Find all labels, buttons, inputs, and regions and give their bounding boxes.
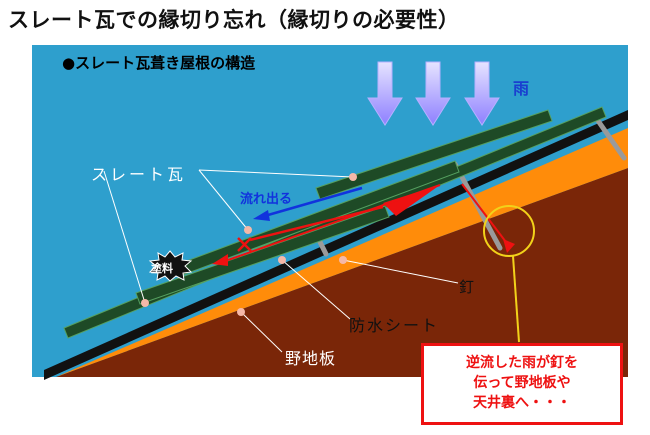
paint-label: 塗料 (151, 262, 173, 275)
page-title: スレート瓦での縁切り忘れ（縁切りの必要性） (8, 8, 460, 32)
leader-line (342, 259, 459, 284)
rain-arrow-icon (367, 61, 403, 126)
leader-dot (339, 256, 347, 264)
backflow-arrow-line (227, 184, 441, 261)
leader-line (198, 169, 249, 231)
outflow-arrow-line (267, 186, 363, 217)
callout-box: 逆流した雨が釘を伝って野地板や天井裏へ・・・ (421, 343, 623, 425)
backflow-arrow-head (383, 185, 440, 216)
slate-tile-label: スレート瓦 (91, 165, 187, 184)
diagram-heading: ●スレート瓦葺き屋根の構造 (62, 54, 256, 72)
paint-burst-icon (148, 250, 193, 282)
nail-icon (591, 112, 627, 161)
nail-label: 釘 (459, 278, 475, 296)
rain-arrow-icon (415, 61, 451, 126)
leader-line (198, 169, 354, 178)
backflow-arrow (212, 183, 515, 266)
waterproof-sheet-label: 防水シート (349, 316, 440, 335)
leak-path-tip (503, 239, 515, 253)
leader-line (103, 170, 146, 304)
leader-dot (244, 226, 252, 234)
leader-line (240, 311, 283, 353)
callout-connector (512, 255, 520, 343)
leader-dot (278, 256, 286, 264)
callout-line: 天井裏へ・・・ (473, 395, 571, 411)
roof-underlay-line (44, 110, 628, 380)
outflow-arrow (253, 186, 363, 221)
callout-line: 伝って野地板や (473, 375, 571, 391)
roof-diagram-canvas (32, 45, 628, 380)
leader-dot (237, 308, 245, 316)
leader-dot (141, 299, 149, 307)
outflow-arrow-tip (253, 210, 270, 221)
leader-line (281, 259, 351, 320)
blocked-mark-stroke (237, 237, 252, 252)
callout-text: 逆流した雨が釘を伝って野地板や天井裏へ・・・ (424, 353, 620, 413)
blocked-mark-icon (237, 237, 252, 252)
leader-dot (349, 173, 357, 181)
outflow-label: 流れ出る (240, 192, 293, 207)
slate-tile (135, 205, 390, 305)
rain-label: 雨 (513, 79, 530, 98)
waterproof-sheet (56, 128, 628, 377)
sheathing-board-label: 野地板 (285, 349, 337, 368)
leak-path-line (461, 183, 510, 247)
rain-arrow-icon (464, 61, 500, 126)
leader-lines (103, 169, 459, 353)
backflow-arrow-tip (212, 254, 228, 266)
roof-diagram: ●スレート瓦葺き屋根の構造 雨 スレート瓦 流れ出る 塗料 釘 防水シート 野地… (0, 40, 650, 435)
slate-tile (315, 109, 553, 200)
highlight-circle (483, 205, 535, 257)
callout-line: 逆流した雨が釘を (466, 355, 578, 371)
rain-arrows (367, 61, 500, 126)
